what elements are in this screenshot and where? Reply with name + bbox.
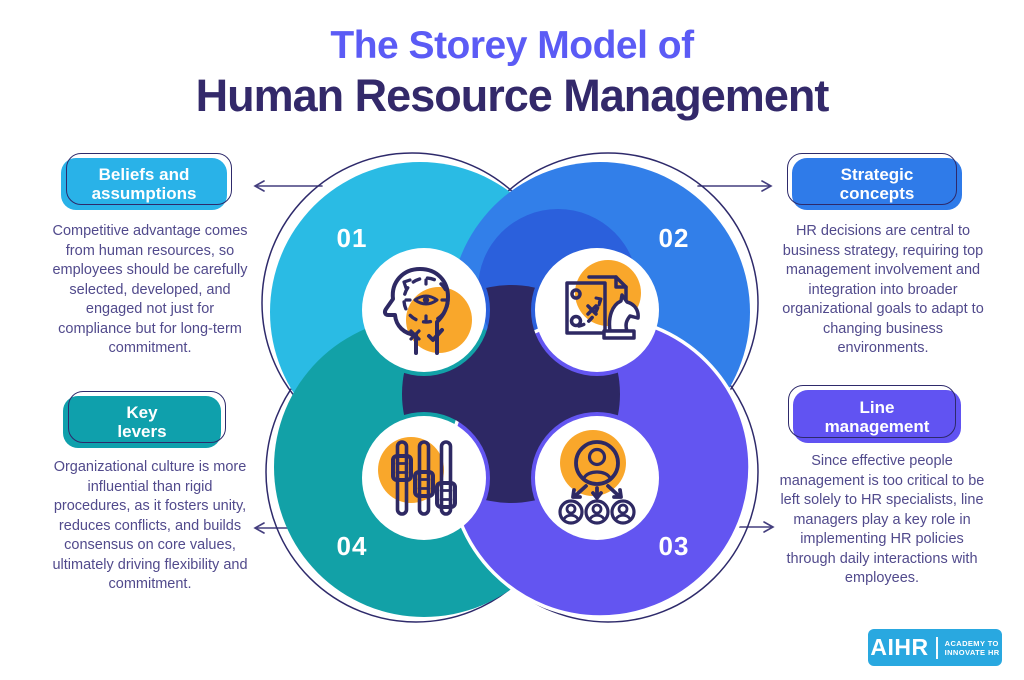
label-beliefs: Beliefs and assumptions [61,158,227,210]
arrow-to-beliefs [253,180,323,192]
page-title-line2: Human Resource Management [195,70,830,121]
strategy-chess-icon [565,260,641,340]
description-strategic: HR decisions are central to business str… [782,223,984,356]
head-perception-icon [382,267,472,355]
sliders-levers-icon [378,437,457,516]
label-line-management: Line management [793,390,961,443]
arrow-to-strategic [697,180,773,192]
step-number-01: 01 [336,223,368,253]
label-box-beliefs: Beliefs and assumptions [61,153,232,210]
delegation-people-icon [558,430,636,525]
aihr-logo-brand: AIHR [870,634,929,660]
label-box-line-management: Line management [788,385,961,443]
aihr-logo-tagline: ACADEMY TO INNOVATE HR [944,638,1000,657]
step-number-03: 03 [658,531,690,561]
description-beliefs: Competitive advantage comes from human r… [52,223,248,356]
label-box-key-levers: Key levers [63,391,226,448]
label-strategic: Strategic concepts [792,158,962,210]
description-line-management: Since effective people management is too… [779,453,985,586]
label-box-strategic: Strategic concepts [787,153,962,210]
aihr-logo-divider [935,636,938,659]
aihr-logo: AIHR ACADEMY TO INNOVATE HR [868,629,1002,666]
page-title-line1: The Storey Model of [330,24,694,67]
step-number-04: 04 [336,531,368,561]
step-number-02: 02 [658,223,690,253]
description-key-levers: Organizational culture is more influenti… [52,459,248,592]
label-key-levers: Key levers [63,396,221,448]
